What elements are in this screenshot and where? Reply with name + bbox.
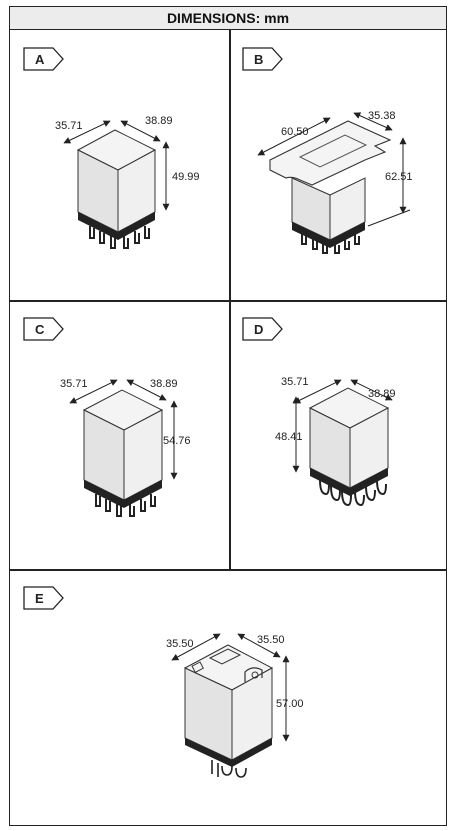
dim-c-width: 38.89 [150,378,178,390]
dim-d-width: 38.89 [368,388,396,400]
dim-a-height: 49.99 [172,171,200,183]
dim-e-depth: 35.50 [166,638,194,650]
panel-divider-row1 [10,300,446,302]
panel-b: B 60.50 35.38 62.51 [242,47,413,254]
dim-b-depth: 35.38 [368,110,396,122]
panel-divider-row2 [10,569,446,571]
panel-tag-c: C [23,317,64,341]
relay-e [183,644,274,778]
dimensions-header: DIMENSIONS: mm [10,7,446,30]
panel-a: A 35.71 38.89 49.99 [23,47,200,249]
panel-tag-d: D [242,317,283,341]
relay-d [308,387,390,507]
panel-label-d: D [254,322,263,337]
relay-c [82,389,164,517]
panel-d: D 35.71 38.89 48.41 [242,317,396,507]
dim-c-height: 54.76 [163,435,191,447]
dim-b-width: 60.50 [281,126,309,138]
dim-a-depth: 35.71 [55,120,83,132]
panel-e: E 35.50 35.50 57.00 [23,586,304,778]
dim-d-depth: 35.71 [281,376,309,388]
panel-label-a: A [35,52,45,67]
panel-tag-e: E [23,586,64,610]
relay-b [269,120,392,254]
panel-divider-vertical [229,29,231,569]
panel-c: C 35.71 38.89 54.76 [23,317,191,517]
panel-label-e: E [35,591,44,606]
panel-tag-b: B [242,47,283,71]
dim-d-height: 48.41 [275,431,303,443]
dim-e-height: 57.00 [276,698,304,710]
panel-label-b: B [254,52,263,67]
dim-c-depth: 35.71 [60,378,88,390]
dim-a-width: 38.89 [145,115,173,127]
dim-e-width: 35.50 [257,634,285,646]
relay-a [76,129,157,249]
panel-tag-a: A [23,47,64,71]
dim-b-height: 62.51 [385,171,413,183]
panel-label-c: C [35,322,45,337]
